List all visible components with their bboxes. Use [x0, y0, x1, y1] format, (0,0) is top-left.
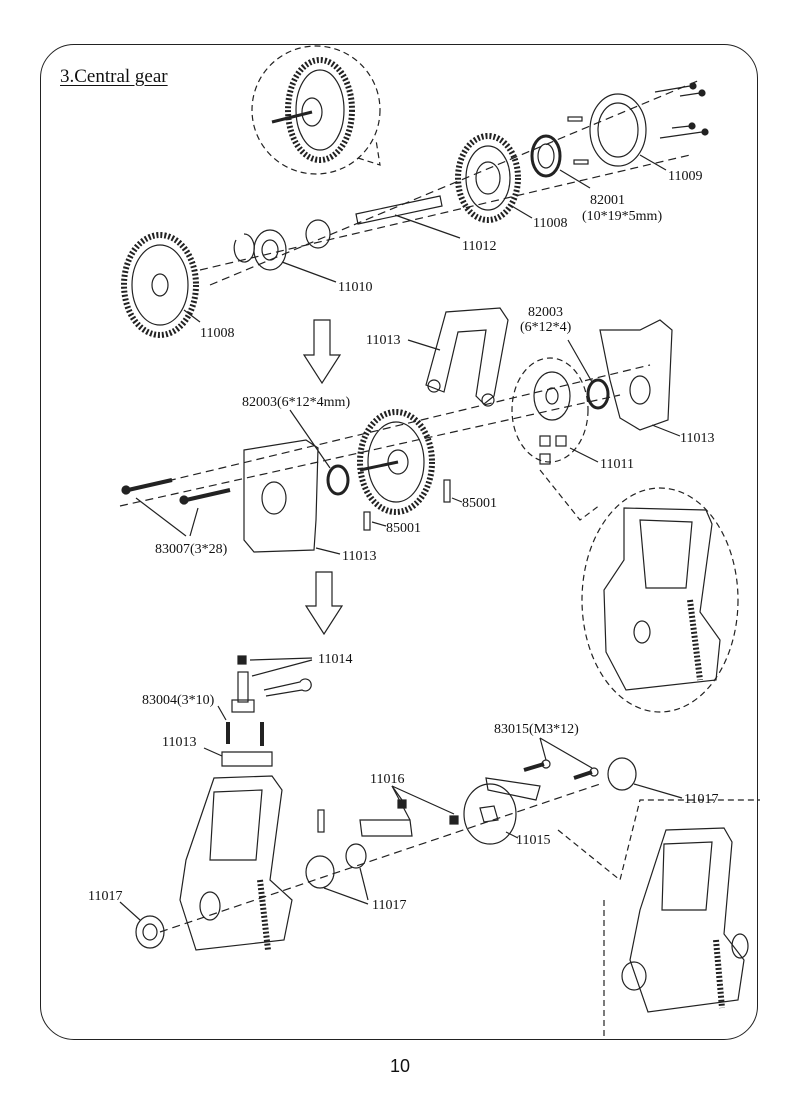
- nut-and-spacer-icon: [233, 219, 337, 283]
- part-label: 11013: [680, 431, 715, 446]
- screw-icon: [654, 82, 709, 139]
- gear-housing-icon: [243, 439, 341, 555]
- part-label: 82001: [590, 193, 625, 208]
- detail-circle-top-gear: [251, 45, 381, 175]
- part-label: 83007(3*28): [155, 542, 228, 557]
- section-title: 3.Central gear: [60, 66, 168, 87]
- part-label: 11008: [200, 326, 235, 341]
- spur-gear-icon: [455, 133, 533, 223]
- part-label: 11012: [462, 239, 497, 254]
- part-label: 85001: [462, 496, 497, 511]
- part-label: 11017: [684, 792, 719, 807]
- link-rod-icon: [231, 655, 313, 713]
- bearing-icon: [289, 409, 350, 496]
- clutch-plate-icon: [359, 777, 541, 837]
- part-label: 85001: [386, 521, 421, 536]
- part-label: 11013: [342, 549, 377, 564]
- spur-gear-icon: [357, 409, 435, 515]
- long-screw-icon: [121, 478, 231, 537]
- part-label: 11008: [533, 216, 568, 231]
- bearing-icon: [567, 339, 610, 410]
- part-label: 11015: [516, 833, 551, 848]
- spur-gear-icon: [121, 232, 201, 338]
- part-label: 11009: [668, 169, 703, 184]
- gear-housing-icon: [179, 775, 293, 951]
- mount-block-icon: [203, 747, 273, 767]
- part-label: 82003(6*12*4mm): [242, 395, 351, 410]
- outdrive-cup-icon: [119, 757, 683, 949]
- part-label: 83004(3*10): [142, 693, 215, 708]
- shaft-icon: [355, 195, 461, 239]
- part-label: 82003: [528, 305, 563, 320]
- part-label: 11017: [88, 889, 123, 904]
- bearing-icon: [530, 134, 591, 189]
- part-label: 11013: [162, 735, 197, 750]
- part-label: 11010: [338, 280, 373, 295]
- detail-circle-assembled-housing: [539, 469, 739, 713]
- slipper-clutch-icon: [511, 357, 599, 465]
- bracket-icon: [407, 307, 509, 407]
- part-label: (10*19*5mm): [582, 209, 663, 224]
- page-frame: [40, 44, 758, 1040]
- down-arrow-icon: [302, 319, 342, 385]
- page-number: 10: [389, 1056, 411, 1076]
- gear-housing-icon: [599, 319, 681, 437]
- part-label: 11013: [366, 333, 401, 348]
- gear-detail-icon: [271, 57, 355, 163]
- bearing-plate-icon: [589, 93, 667, 171]
- part-label: 11017: [372, 898, 407, 913]
- down-arrow-icon: [304, 571, 344, 636]
- part-label: 11011: [600, 457, 634, 472]
- part-label: 83015(M3*12): [494, 722, 579, 737]
- slipper-disc-icon: [463, 783, 519, 845]
- part-label: 11016: [370, 772, 405, 787]
- screw-icon: [523, 737, 599, 780]
- detail-region-final-assembly: [557, 799, 760, 1038]
- screw-icon: [217, 705, 264, 746]
- part-label: 11014: [318, 652, 353, 667]
- part-label: (6*12*4): [520, 320, 572, 335]
